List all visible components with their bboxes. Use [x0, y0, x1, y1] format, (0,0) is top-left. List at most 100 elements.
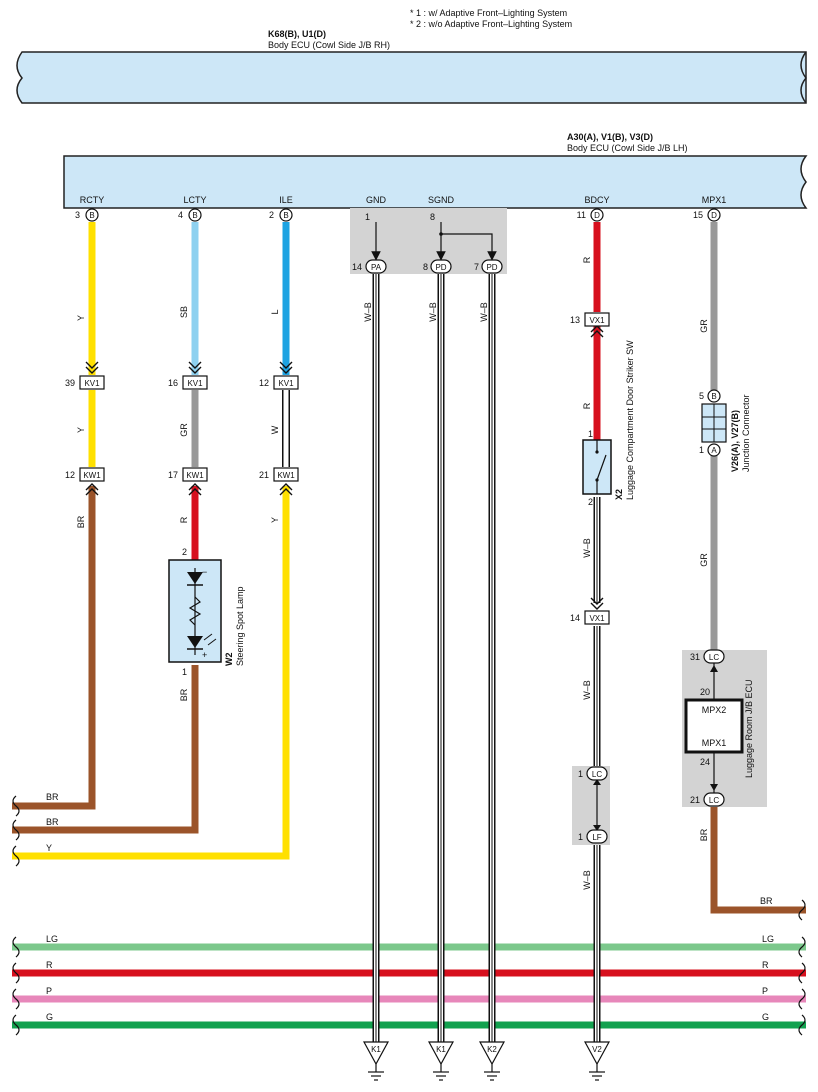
ecu-lh-code: A30(A), V1(B), V3(D): [567, 132, 653, 142]
conn-pd-2: PD 7: [474, 259, 503, 274]
pin-lcty: B 4: [178, 208, 202, 222]
svg-text:1: 1: [578, 769, 583, 779]
wire-code: Y: [76, 315, 86, 321]
svg-text:PD: PD: [435, 263, 446, 272]
wire-code: G: [762, 1012, 769, 1022]
pin-ile: B 2: [269, 208, 293, 222]
connector-kw1-c: KW1 21: [259, 467, 299, 482]
svg-text:8: 8: [423, 262, 428, 272]
wire-code: BR: [179, 688, 189, 701]
svg-text:2: 2: [269, 210, 274, 220]
wire-code: R: [582, 402, 592, 409]
wire-code: GR: [699, 553, 709, 567]
terminal-ile: ILE: [279, 195, 293, 205]
junction-connector: B 5 A 1: [699, 389, 727, 457]
svg-text:B: B: [711, 392, 716, 401]
wire-code: L: [270, 309, 280, 314]
wire-code: W–B: [363, 302, 373, 322]
lamp-w2: 2 1 − +: [168, 547, 222, 677]
connector-kw1-a: KW1 12: [65, 467, 105, 482]
ground-v2: V2: [583, 1041, 611, 1081]
svg-text:KW1: KW1: [186, 471, 204, 480]
terminal-sgnd: SGND: [428, 195, 455, 205]
wire-code: W–B: [582, 680, 592, 700]
connector-vx1-bottom: VX1 14: [570, 610, 610, 625]
wire-code: W: [270, 425, 280, 434]
switch-code: X2: [614, 489, 624, 500]
wire-code: BR: [76, 515, 86, 528]
note-1: * 1 : w/ Adaptive Front–Lighting System: [410, 8, 567, 18]
ecu-rh-name: Body ECU (Cowl Side J/B RH): [268, 40, 390, 50]
svg-text:KW1: KW1: [83, 471, 101, 480]
wire-code: BR: [699, 828, 709, 841]
note-2: * 2 : w/o Adaptive Front–Lighting System: [410, 19, 572, 29]
svg-text:4: 4: [178, 210, 183, 220]
svg-text:D: D: [711, 211, 717, 220]
svg-text:14: 14: [570, 613, 580, 623]
svg-text:LC: LC: [709, 653, 719, 662]
pin-rcty: B 3: [75, 208, 99, 222]
ground-k1-b: K1: [427, 1041, 455, 1081]
svg-text:12: 12: [65, 470, 75, 480]
wire-code: W–B: [582, 538, 592, 558]
label-mpx1: MPX1: [702, 738, 727, 748]
wire-code: Y: [46, 843, 52, 853]
svg-text:13: 13: [570, 315, 580, 325]
svg-text:7: 7: [474, 262, 479, 272]
svg-text:15: 15: [693, 210, 703, 220]
svg-text:VX1: VX1: [589, 316, 605, 325]
wire-code: R: [582, 256, 592, 263]
conn-pa: PA 14: [352, 259, 387, 274]
ecu-lh-box: [63, 155, 808, 209]
terminal-gnd: GND: [366, 195, 387, 205]
svg-text:KV1: KV1: [84, 379, 100, 388]
ecu-rh-code: K68(B), U1(D): [268, 29, 326, 39]
svg-text:B: B: [283, 211, 288, 220]
wire-code: P: [762, 986, 768, 996]
svg-text:11: 11: [577, 210, 586, 220]
junction-code: V26(A), V27(B): [730, 410, 740, 472]
pin-mpx1-out: 24: [700, 757, 710, 767]
wire-code: R: [179, 516, 189, 523]
ecu-rh-box: [16, 51, 807, 104]
pin-gnd: 1: [365, 212, 370, 222]
ground-k1-a: K1: [362, 1041, 390, 1081]
wire-code: W–B: [428, 302, 438, 322]
svg-text:1: 1: [182, 667, 187, 677]
lr-ecu-name: Luggage Room J/B ECU: [744, 679, 754, 778]
ecu-lh-name: Body ECU (Cowl Side J/B LH): [567, 143, 688, 153]
connector-kw1-b: KW1 17: [168, 467, 208, 482]
svg-text:D: D: [594, 211, 600, 220]
ground-k2: K2: [478, 1041, 506, 1081]
wire-code: BR: [46, 792, 59, 802]
pin-mpx2: 20: [700, 687, 710, 697]
wire-code: Y: [270, 517, 280, 523]
svg-text:KV1: KV1: [278, 379, 294, 388]
wire-code: G: [46, 1012, 53, 1022]
svg-text:K1: K1: [436, 1045, 446, 1054]
svg-text:12: 12: [259, 378, 269, 388]
svg-text:B: B: [192, 211, 197, 220]
wire-code: SB: [179, 306, 189, 318]
lr-ecu-ic: [684, 698, 744, 754]
svg-text:LF: LF: [592, 833, 601, 842]
switch-name: Luggage Compartment Door Striker SW: [625, 340, 635, 500]
svg-text:21: 21: [259, 470, 269, 480]
wire-code: BR: [46, 817, 59, 827]
conn-pd-1: PD 8: [423, 259, 452, 274]
wire-code: R: [762, 960, 769, 970]
svg-text:2: 2: [588, 497, 593, 507]
svg-text:−: −: [202, 567, 207, 577]
wire-code: W–B: [582, 870, 592, 890]
wire-code: GR: [699, 319, 709, 333]
wire-code: Y: [76, 427, 86, 433]
svg-text:14: 14: [352, 262, 362, 272]
svg-text:KW1: KW1: [277, 471, 295, 480]
connector-lc-a: LC 1: [578, 766, 608, 781]
svg-text:2: 2: [182, 547, 187, 557]
pin-mpx1: D 15: [693, 208, 721, 222]
svg-text:3: 3: [75, 210, 80, 220]
wire-code: LG: [46, 934, 58, 944]
svg-text:PA: PA: [371, 263, 382, 272]
